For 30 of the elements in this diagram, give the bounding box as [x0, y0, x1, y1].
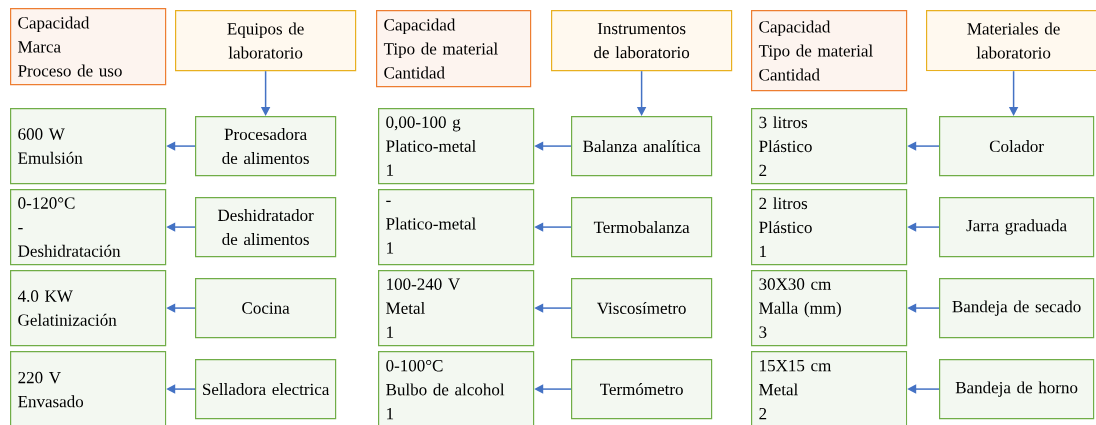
item-box: Viscosímetro — [571, 278, 713, 339]
category-box: Instrumentos de laboratorio — [551, 10, 733, 72]
detail-box: 220 V Envasado — [10, 351, 167, 425]
category-box: Equipos de laboratorio — [175, 10, 357, 72]
item-box: Bandeja de horno — [939, 359, 1095, 420]
legend-box: Capacidad Tipo de material Cantidad — [376, 10, 532, 88]
item-box: Termobalanza — [571, 197, 713, 258]
detail-box: 100-240 V Metal 1 — [378, 270, 535, 347]
detail-box: 3 litros Plástico 2 — [751, 108, 908, 185]
detail-box: - Platico-metal 1 — [378, 189, 535, 266]
item-box: Procesadora de alimentos — [195, 116, 337, 177]
detail-box: 4.0 KW Gelatinización — [10, 270, 167, 347]
item-box: Jarra graduada — [939, 197, 1095, 258]
item-box: Colador — [939, 116, 1095, 177]
item-box: Bandeja de secado — [939, 278, 1095, 339]
detail-box: 0,00-100 g Platico-metal 1 — [378, 108, 535, 185]
item-box: Selladora electrica — [195, 359, 337, 420]
item-box: Deshidratador de alimentos — [195, 197, 337, 258]
detail-box: 0-120°C - Deshidratación — [10, 189, 167, 266]
legend-box: Capacidad Marca Proceso de uso — [10, 8, 167, 86]
item-box: Balanza analítica — [571, 116, 713, 177]
item-box: Termómetro — [571, 359, 713, 420]
item-box: Cocina — [195, 278, 337, 339]
detail-box: 2 litros Plástico 1 — [751, 189, 908, 266]
category-box: Materiales de laboratorio — [926, 10, 1096, 72]
detail-box: 600 W Emulsión — [10, 108, 167, 185]
detail-box: 0-100°C Bulbo de alcohol 1 — [378, 351, 535, 425]
legend-box: Capacidad Tipo de material Cantidad — [751, 10, 908, 92]
detail-box: 15X15 cm Metal 2 — [751, 351, 908, 425]
detail-box: 30X30 cm Malla (mm) 3 — [751, 270, 908, 347]
